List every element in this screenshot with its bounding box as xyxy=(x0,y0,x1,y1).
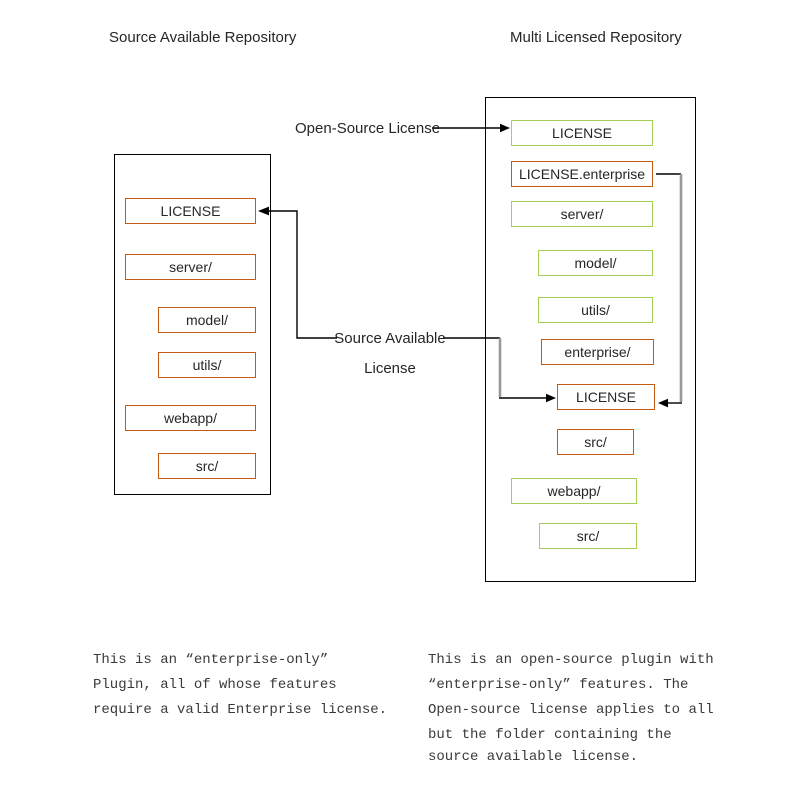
folder-box-server: server/ xyxy=(511,201,653,227)
left-note-line: Plugin, all of whose features xyxy=(93,677,337,693)
folder-box-src: src/ xyxy=(158,453,256,479)
folder-box-license: LICENSE xyxy=(125,198,256,224)
left-repo-title: Source Available Repository xyxy=(109,29,297,46)
folder-box-enterprise: enterprise/ xyxy=(541,339,654,365)
right-note-line: “enterprise-only” features. The xyxy=(428,677,689,693)
folder-box-utils: utils/ xyxy=(158,352,256,378)
right-note-line: Open-source license applies to all xyxy=(428,702,714,718)
folder-box-model: model/ xyxy=(158,307,256,333)
folder-box-model: model/ xyxy=(538,250,653,276)
right-note-line: but the folder containing the xyxy=(428,727,672,743)
folder-box-webapp: webapp/ xyxy=(511,478,637,504)
open-source-license-label: Open-Source License xyxy=(295,120,441,137)
folder-box-inner-src: src/ xyxy=(557,429,634,455)
source-available-license-label-line1: Source Available xyxy=(334,330,446,347)
folder-box-webapp: webapp/ xyxy=(125,405,256,431)
left-note-line: This is an “enterprise-only” xyxy=(93,652,329,668)
right-note-line: source available license. xyxy=(428,749,639,765)
folder-box-src: src/ xyxy=(539,523,637,549)
folder-box-server: server/ xyxy=(125,254,256,280)
right-repo-title: Multi Licensed Repository xyxy=(510,29,682,46)
right-note-line: This is an open-source plugin with xyxy=(428,652,714,668)
folder-box-inner-license: LICENSE xyxy=(557,384,655,410)
left-note-line: require a valid Enterprise license. xyxy=(93,702,388,718)
folder-box-utils: utils/ xyxy=(538,297,653,323)
folder-box-license-enterprise: LICENSE.enterprise xyxy=(511,161,653,187)
folder-box-license-open: LICENSE xyxy=(511,120,653,146)
source-available-license-label-line2: License xyxy=(364,360,416,377)
